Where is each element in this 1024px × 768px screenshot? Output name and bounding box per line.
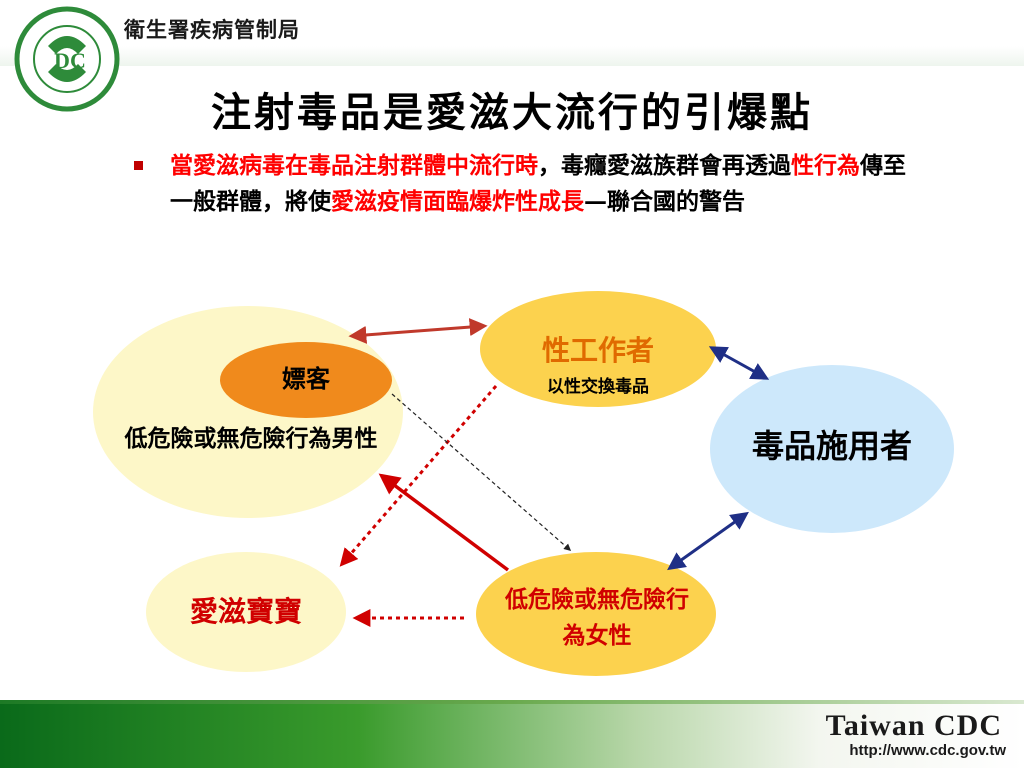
sex-workers-node [480,291,716,407]
footer-rule [0,700,1024,704]
cdc-logo: D C [14,6,120,112]
bullet-part-6: —聯合國的警告 [584,188,745,215]
bullet-paragraph: 當愛滋病毒在毒品注射群體中流行時，毒癮愛滋族群會再透過性行為傳至一般群體，將使愛… [136,148,926,220]
arrow-clients-sexworkers [348,318,488,344]
bullet-part-1: 當愛滋病毒在毒品注射群體中流行時 [170,152,538,179]
bullet-part-4: 傳至一般群體，將使 [170,152,906,215]
sex-workers-label: 性工作者 [541,334,654,367]
low-risk-men-label: 低危險或無危險行為男性 [124,425,378,452]
footer-url: http://www.cdc.gov.tw [849,742,1006,759]
aids-babies-label: 愛滋寶寶 [189,595,302,628]
header-band [0,0,1024,66]
low-risk-men-node [93,306,403,518]
low-risk-women-node [476,552,716,676]
drug-users-label: 毒品施用者 [751,427,912,465]
org-name: 衛生署疾病管制局 [124,18,300,42]
clients-label: 嫖客 [282,364,330,393]
footer-brand: Taiwan CDC [825,709,1002,742]
svg-text:C: C [70,48,86,73]
clients-node [220,342,392,418]
arrow-clients-women [391,393,572,551]
aids-babies-node [146,552,346,672]
footer-band [0,704,1024,768]
drug-users-node [710,365,954,533]
bullet-part-3: 性行為 [791,152,860,179]
arrow-sexworkers-drugusers [708,346,770,380]
sex-workers-sub-label: 以性交換毒品 [547,377,649,397]
arrow-drugusers-women [667,511,749,571]
bullet-part-2: ，毒癮愛滋族群會再透過 [538,152,791,179]
arrow-women-men [378,473,510,572]
bullet-part-5: 愛滋疫情面臨爆炸性成長 [331,188,584,215]
svg-text:D: D [54,48,70,73]
low-risk-women-label: 低危險或無危險行為女性 [505,586,689,649]
bullet-marker [134,161,143,170]
slide-title: 注射毒品是愛滋大流行的引爆點 [211,89,813,136]
